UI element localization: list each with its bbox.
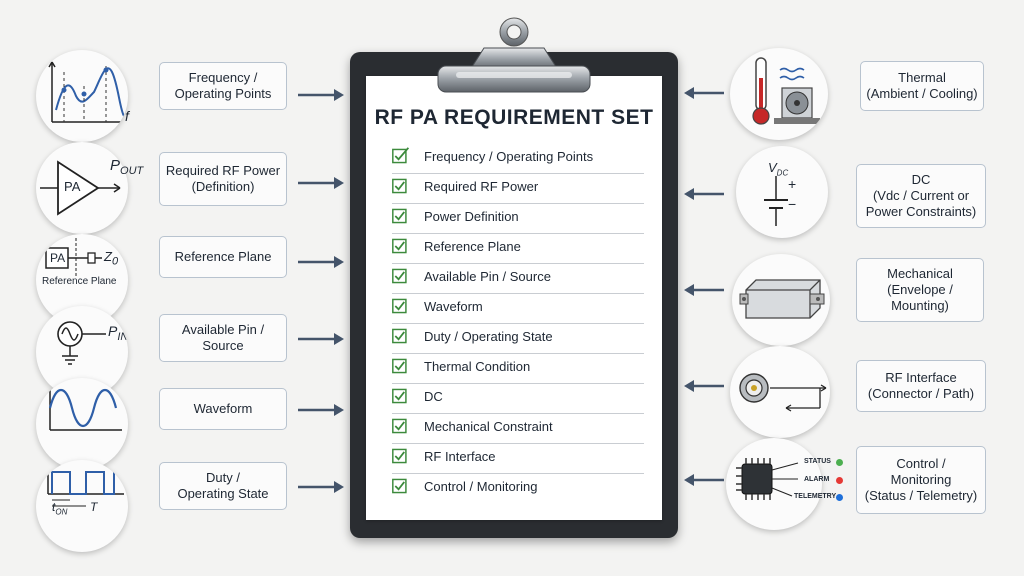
check-icon bbox=[392, 448, 407, 464]
checklist-item-label: Power Definition bbox=[424, 209, 519, 224]
checklist-item: Mechanical Constraint bbox=[392, 414, 644, 444]
pout-label: POUT bbox=[110, 157, 144, 177]
checklist-item-label: Mechanical Constraint bbox=[424, 419, 553, 434]
ref-pa-label: PA bbox=[50, 251, 66, 265]
checklist-item-label: RF Interface bbox=[424, 449, 496, 464]
arrow-right-icon bbox=[298, 256, 344, 268]
arrow-right-icon bbox=[298, 177, 344, 189]
arrow-right-icon bbox=[298, 481, 344, 493]
checklist-paper bbox=[366, 76, 662, 520]
arrow-right-icon bbox=[298, 333, 344, 345]
checklist-item-label: DC bbox=[424, 389, 443, 404]
checklist-item: DC bbox=[392, 384, 644, 414]
frequency-graph-icon bbox=[36, 50, 128, 142]
checklist-item: Frequency / Operating Points bbox=[392, 144, 644, 174]
arrow-right-icon bbox=[298, 404, 344, 416]
rf-connector-icon bbox=[730, 346, 830, 438]
arrow-left-icon bbox=[684, 284, 724, 296]
checklist-item-label: Duty / Operating State bbox=[424, 329, 553, 344]
check-icon bbox=[392, 238, 407, 254]
rf-power-label-box: Required RF Power (Definition) bbox=[159, 152, 287, 206]
check-icon bbox=[392, 208, 407, 224]
reference-plane-caption: Reference Plane bbox=[42, 276, 117, 287]
check-icon bbox=[392, 268, 407, 284]
frequency-label-box: Frequency / Operating Points bbox=[159, 62, 287, 110]
plus-label: + bbox=[788, 176, 797, 192]
thermal-label-box: Thermal (Ambient / Cooling) bbox=[860, 61, 984, 111]
checklist-item-label: Waveform bbox=[424, 299, 483, 314]
checklist-item-label: Required RF Power bbox=[424, 179, 539, 194]
reference-plane-label-box: Reference Plane bbox=[159, 236, 287, 278]
checklist-item: Available Pin / Source bbox=[392, 264, 644, 294]
checklist-item-label: Thermal Condition bbox=[424, 359, 531, 374]
arrow-left-icon bbox=[684, 474, 724, 486]
check-icon bbox=[392, 358, 407, 374]
alarm-led-icon bbox=[836, 477, 843, 484]
enclosure-icon bbox=[732, 254, 830, 346]
clipboard-clip-icon bbox=[437, 17, 591, 93]
z0-label: Z0 bbox=[104, 249, 119, 268]
control-label-box: Control / Monitoring (Status / Telemetry… bbox=[856, 446, 986, 514]
checklist-item-label: Available Pin / Source bbox=[424, 269, 551, 284]
checklist-item: Duty / Operating State bbox=[392, 324, 644, 354]
pin-label: PIN bbox=[108, 323, 128, 343]
arrow-left-icon bbox=[684, 87, 724, 99]
checklist-item: Thermal Condition bbox=[392, 354, 644, 384]
pa-label: PA bbox=[64, 179, 81, 194]
thermometer-heatsink-icon bbox=[730, 48, 828, 140]
checklist-item: Control / Monitoring bbox=[392, 474, 644, 504]
dc-supply-icon: VDC + − bbox=[736, 146, 828, 238]
checklist-title: RF PA REQUIREMENT SET bbox=[374, 106, 654, 129]
mechanical-label-box: Mechanical (Envelope / Mounting) bbox=[856, 258, 984, 322]
telemetry-label: TELEMETRY bbox=[794, 493, 837, 500]
check-icon bbox=[392, 478, 407, 494]
waveform-label-box: Waveform bbox=[159, 388, 287, 430]
sine-waveform-icon bbox=[36, 378, 128, 470]
ton-label: tON bbox=[52, 500, 68, 517]
checklist-item-label: Control / Monitoring bbox=[424, 479, 538, 494]
duty-label-box: Duty / Operating State bbox=[159, 462, 287, 510]
arrow-left-icon bbox=[684, 188, 724, 200]
check-icon bbox=[392, 178, 407, 194]
checklist-item: Waveform bbox=[392, 294, 644, 324]
vdc-label: VDC bbox=[768, 160, 789, 178]
dc-label-box: DC (Vdc / Current or Power Constraints) bbox=[856, 164, 986, 228]
checklist-item-label: Reference Plane bbox=[424, 239, 521, 254]
arrow-left-icon bbox=[684, 380, 724, 392]
checklist-item: Required RF Power bbox=[392, 174, 644, 204]
status-label: STATUS bbox=[804, 458, 831, 465]
check-icon bbox=[392, 147, 410, 164]
telemetry-led-icon bbox=[836, 494, 843, 501]
checklist-item: Reference Plane bbox=[392, 234, 644, 264]
control-chip-icon bbox=[726, 438, 822, 530]
check-icon bbox=[392, 388, 407, 404]
duty-cycle-pulse-icon: tON T bbox=[36, 460, 128, 552]
pa-amplifier-icon: PA bbox=[36, 142, 128, 234]
check-icon bbox=[392, 298, 407, 314]
minus-label: − bbox=[788, 196, 797, 212]
check-icon bbox=[392, 328, 407, 344]
arrow-right-icon bbox=[298, 89, 344, 101]
frequency-axis-label: f bbox=[125, 108, 129, 124]
checklist-item-label: Frequency / Operating Points bbox=[424, 149, 594, 164]
checklist-item: RF Interface bbox=[392, 444, 644, 474]
rf-interface-label-box: RF Interface (Connector / Path) bbox=[856, 360, 986, 412]
available-pin-label-box: Available Pin / Source bbox=[159, 314, 287, 362]
check-icon bbox=[392, 418, 407, 434]
alarm-label: ALARM bbox=[804, 476, 830, 483]
period-label: T bbox=[90, 500, 98, 514]
status-led-icon bbox=[836, 459, 843, 466]
checklist-item: Power Definition bbox=[392, 204, 644, 234]
